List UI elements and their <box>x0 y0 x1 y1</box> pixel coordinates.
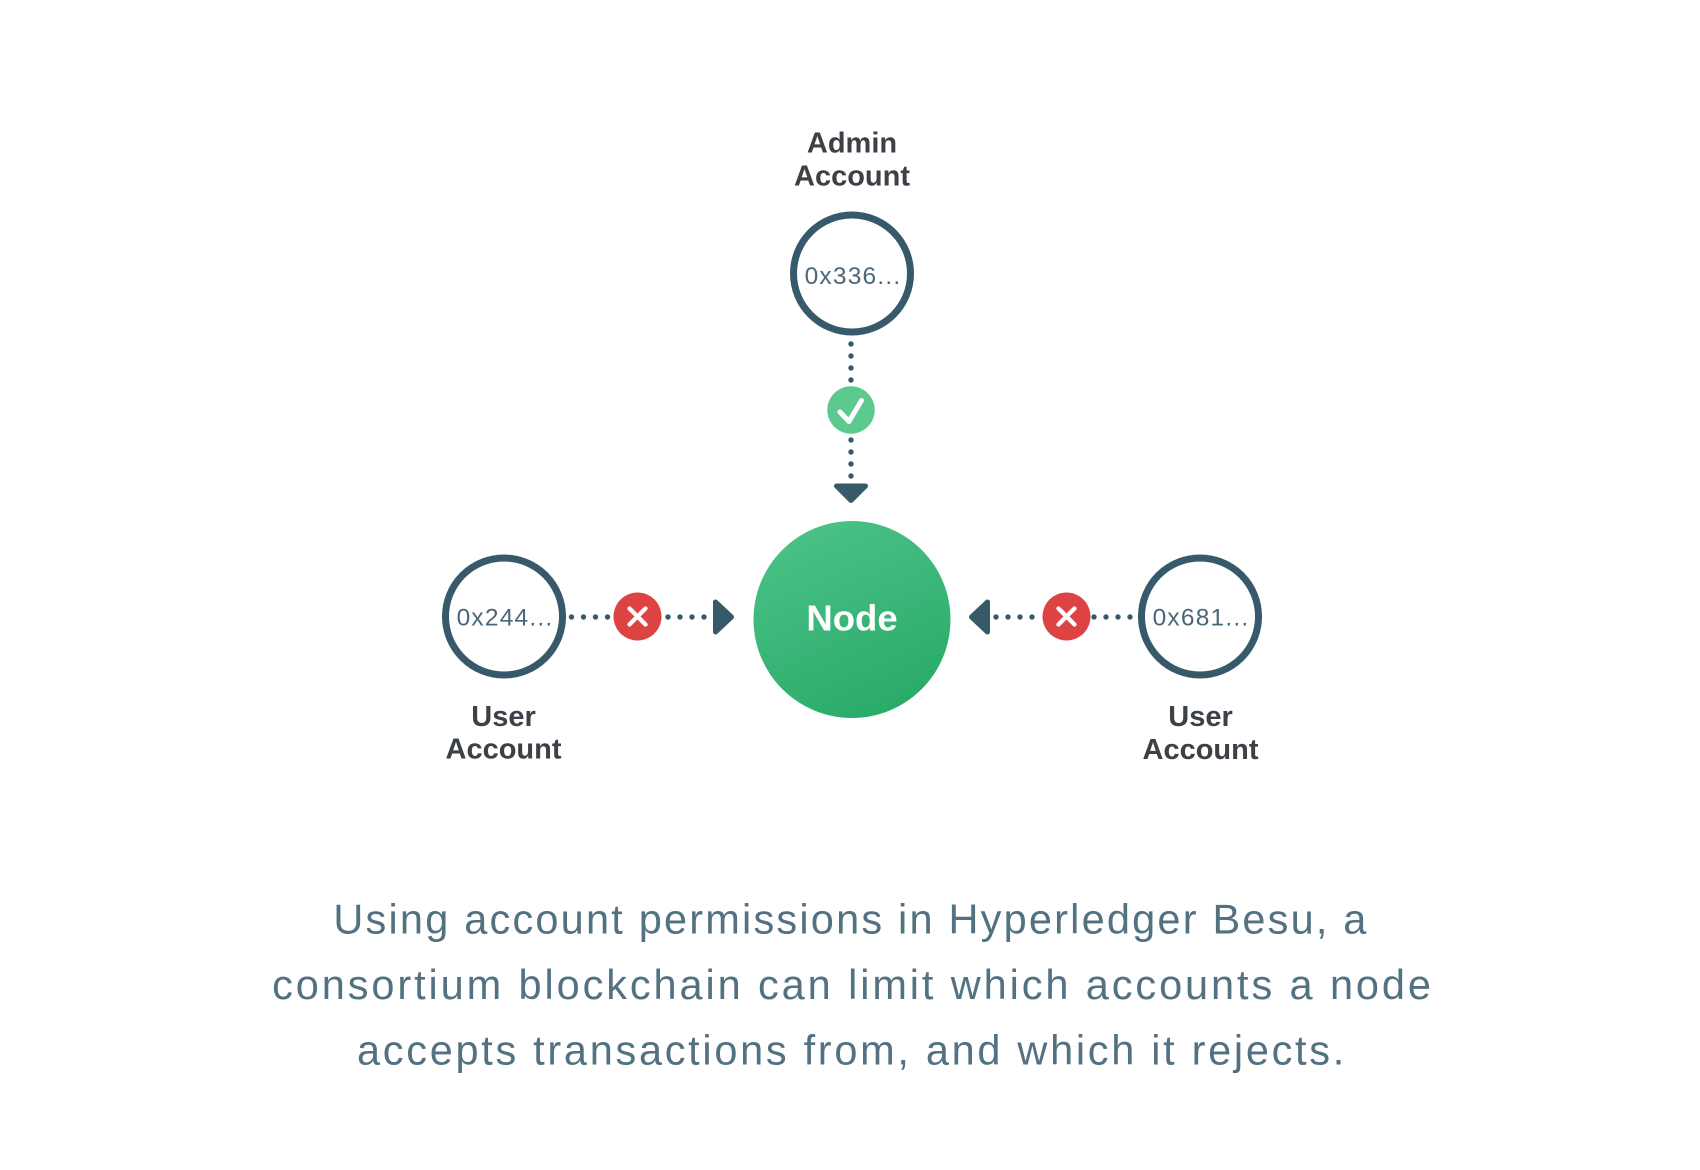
svg-text:Node: Node <box>806 598 897 639</box>
svg-text:User: User <box>471 701 536 733</box>
svg-text:0x244...: 0x244... <box>457 605 554 632</box>
svg-text:consortium blockchain can limi: consortium blockchain can limit which ac… <box>272 961 1434 1008</box>
svg-text:User: User <box>1168 701 1233 733</box>
svg-text:Account: Account <box>1143 734 1259 766</box>
svg-text:Admin: Admin <box>807 128 897 160</box>
svg-text:0x681...: 0x681... <box>1153 605 1250 632</box>
svg-text:Account: Account <box>794 161 910 193</box>
svg-text:0x336...: 0x336... <box>805 263 902 290</box>
svg-text:Using account permissions in H: Using account permissions in Hyperledger… <box>333 896 1368 943</box>
svg-text:Account: Account <box>446 734 562 766</box>
svg-text:accepts transactions from, and: accepts transactions from, and which it … <box>357 1027 1347 1074</box>
